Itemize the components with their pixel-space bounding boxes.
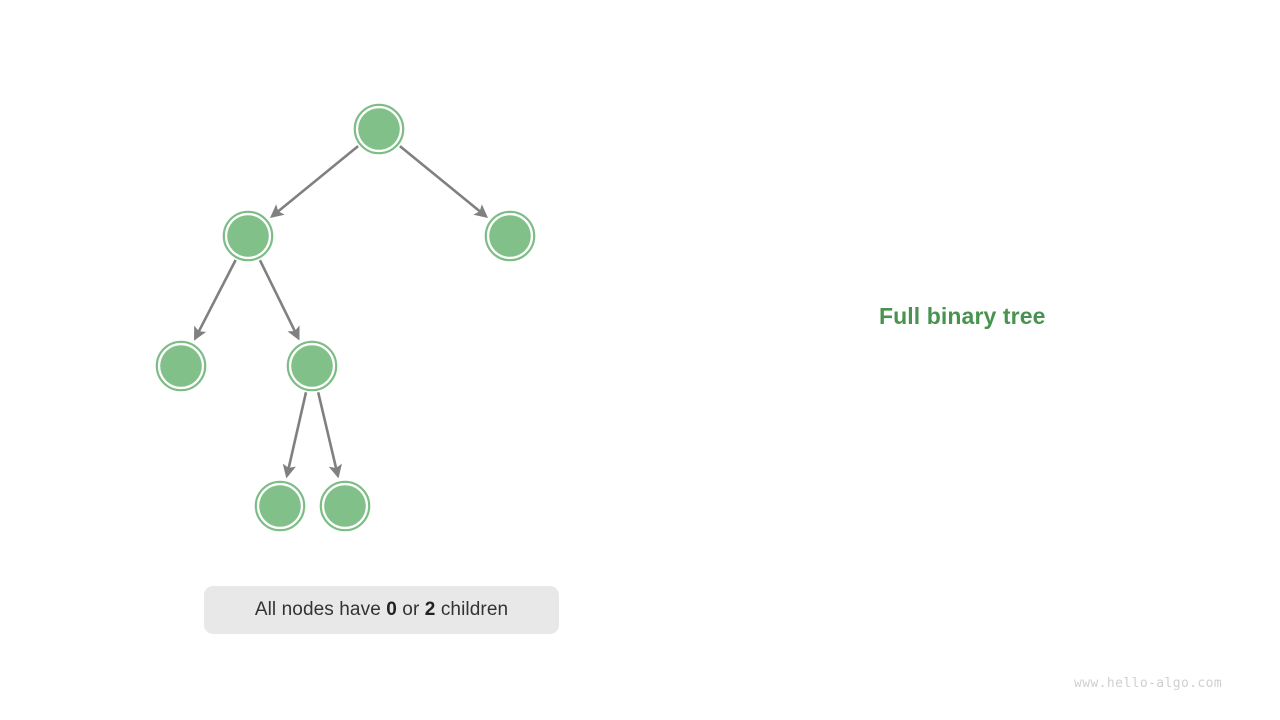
tree-node[interactable]	[319, 480, 371, 532]
node-ring-gap	[225, 213, 271, 259]
tree-edge	[399, 145, 489, 219]
caption-emphasis: 2	[424, 599, 436, 620]
tree-edge	[282, 392, 308, 479]
node-disc	[259, 485, 301, 527]
caption-plain: All nodes have	[254, 599, 387, 620]
tree-node[interactable]	[286, 340, 338, 392]
tree-node[interactable]	[254, 480, 306, 532]
tree-edge	[316, 391, 342, 479]
node-outer-ring	[254, 480, 306, 532]
node-ring-gap	[322, 483, 368, 529]
tree-edge	[269, 145, 359, 219]
tree-node[interactable]	[484, 210, 536, 262]
tree-edge	[194, 259, 237, 341]
node-outer-ring	[319, 480, 371, 532]
node-disc	[324, 485, 366, 527]
caption-text: All nodes have 0 or 2 children	[255, 599, 508, 621]
tree-edge	[258, 259, 300, 341]
node-ring-gap	[158, 343, 204, 389]
node-ring-gap	[289, 343, 335, 389]
page-title: Full binary tree	[879, 303, 1046, 329]
node-outer-ring	[353, 103, 405, 155]
tree-node[interactable]	[155, 340, 207, 392]
node-disc	[160, 345, 202, 387]
node-outer-ring	[286, 340, 338, 392]
tree-node[interactable]	[353, 103, 405, 155]
node-ring-gap	[257, 483, 303, 529]
caption-plain: children	[435, 599, 509, 620]
tree-node[interactable]	[222, 210, 274, 262]
tree-nodes	[155, 103, 536, 532]
node-ring-gap	[487, 213, 533, 259]
node-disc	[358, 108, 400, 150]
node-ring-gap	[356, 106, 402, 152]
node-disc	[227, 215, 269, 257]
node-outer-ring	[155, 340, 207, 392]
tree-edges	[194, 145, 489, 479]
node-outer-ring	[222, 210, 274, 262]
node-disc	[489, 215, 531, 257]
caption-emphasis: 0	[386, 599, 397, 620]
node-disc	[291, 345, 333, 387]
watermark: www.hello-algo.com	[1074, 676, 1223, 691]
caption-plain: or	[396, 599, 425, 620]
node-outer-ring	[484, 210, 536, 262]
caption-box: All nodes have 0 or 2 children	[204, 586, 559, 634]
